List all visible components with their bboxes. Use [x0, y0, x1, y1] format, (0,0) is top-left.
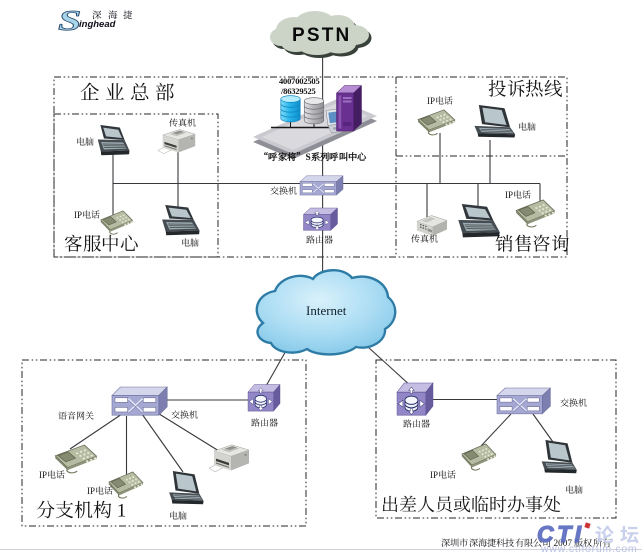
label-pc-cs2	[181, 237, 199, 248]
copyright-text: 2007	[441, 537, 611, 548]
router-mobile-icon	[396, 382, 434, 416]
pstn-cloud-label: PSTN	[292, 24, 352, 46]
hotline-number1: 4007002505	[279, 75, 320, 86]
logo-s-mark: S	[58, 5, 81, 36]
callcenter-caption: S	[259, 151, 367, 163]
database-cylinder-blue-icon	[280, 95, 301, 123]
label-ipphone-mobile: IP	[430, 469, 456, 480]
label-pc-mobile	[565, 484, 583, 495]
label-ipphone-branch2: IP	[87, 485, 113, 496]
router-branch-icon	[247, 384, 281, 412]
branch-title: 1	[36, 500, 126, 521]
watermark-cti-text: CTI	[536, 520, 585, 547]
branch-box	[21, 359, 307, 527]
label-pc-branch	[169, 510, 187, 521]
label-ipphone-sales: IP	[505, 189, 531, 200]
ip-phone-sales-icon	[515, 199, 556, 228]
label-ipphone-cs: IP	[74, 209, 100, 220]
label-switch-branch	[171, 409, 198, 420]
voice-gateway-switch-branch-icon	[111, 386, 168, 416]
pstn-cloud	[270, 11, 372, 58]
label-switch-hq	[270, 185, 297, 196]
switch-hq-icon	[299, 175, 344, 196]
label-fax-cs	[169, 117, 196, 128]
cs-box	[53, 113, 219, 258]
label-switch-mobile	[560, 397, 587, 408]
database-cylinder-gray-icon	[303, 97, 325, 125]
laptop-sales-icon	[457, 203, 501, 238]
dashed-region-boxes	[21, 76, 617, 527]
ip-phone-cs-icon	[100, 210, 134, 235]
router-hq-icon	[303, 207, 338, 231]
switch-mobile-icon	[496, 387, 551, 415]
sales-title	[495, 234, 569, 255]
fax-cs-icon	[157, 129, 196, 155]
ip-phone-branch2-icon	[108, 471, 144, 499]
internet-cloud	[255, 269, 397, 356]
label-pc-complaint	[518, 121, 536, 132]
label-router-hq	[306, 235, 333, 245]
callcenter-platform	[253, 84, 377, 159]
laptop-mobile-icon	[541, 439, 578, 474]
label-pc-cs1	[76, 136, 94, 147]
label-voice-gateway	[58, 410, 94, 421]
internet-cloud-label: Internet	[306, 303, 347, 318]
label-fax-sales	[411, 234, 438, 244]
laptop-cs-agent1-icon	[97, 124, 130, 156]
laptop-branch-icon	[168, 470, 205, 505]
logo-mark: S inghead	[58, 4, 116, 36]
logo-latin-text: inghead	[79, 19, 116, 30]
fax-sales-icon	[416, 215, 448, 237]
server-tower-icon	[335, 84, 363, 132]
laptop-complaint-icon	[473, 104, 516, 139]
laptop-cs-agent2-icon	[161, 204, 201, 236]
ip-phone-mobile-icon	[461, 443, 497, 471]
ip-phone-complaint-icon	[417, 109, 456, 136]
complaint-title	[488, 79, 562, 100]
label-router-mobile	[403, 418, 430, 429]
watermark-url-text: www.ctiforum.com	[541, 543, 638, 555]
cs-title	[64, 234, 138, 255]
mobile-title	[381, 495, 561, 514]
mobile-box	[375, 359, 617, 519]
hotline-number2: /86329525	[281, 85, 316, 96]
label-router-branch	[251, 417, 278, 428]
label-ipphone-branch1: IP	[39, 469, 65, 480]
label-ipphone-complaint: IP	[427, 95, 453, 106]
logo-chinese-name	[92, 10, 139, 21]
hq-title	[80, 82, 180, 104]
